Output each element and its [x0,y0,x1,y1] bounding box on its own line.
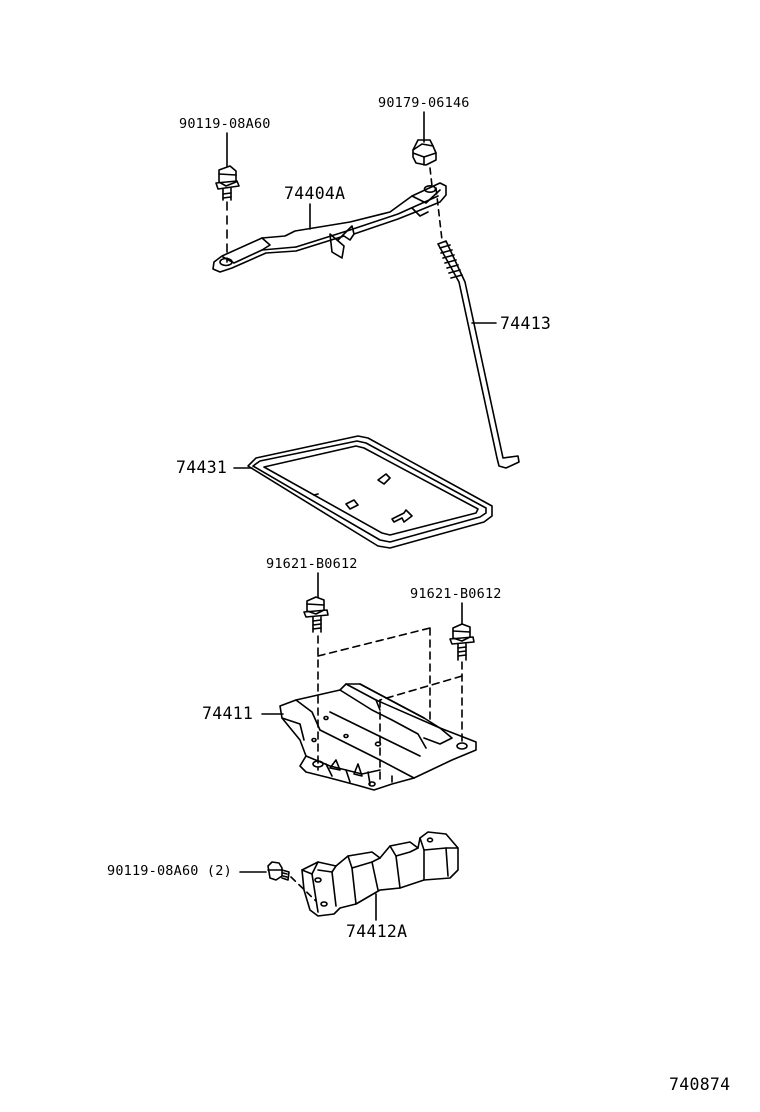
bolt-91621-right-icon [450,624,474,660]
label-90179: 90179-06146 [378,95,470,111]
nut-90179-icon [413,140,436,165]
label-74413: 74413 [500,314,552,333]
battery-tray-74431 [248,436,492,548]
label-90119-lower: 90119-08A60 (2) [107,863,232,879]
carrier-stay-74412a [302,832,458,916]
label-74411: 74411 [202,704,254,723]
bolt-90119-lower-icon [268,862,289,880]
label-74412a: 74412A [346,922,408,941]
label-91621-right: 91621-B0612 [410,586,502,602]
clamp-rod-74413 [436,188,519,468]
dash-90179 [430,168,432,186]
figure-code: 740874 [669,1075,731,1094]
label-74431: 74431 [176,458,228,477]
bolt-90119-top-icon [216,166,239,200]
tray-carrier-74411 [280,684,476,790]
bolt-91621-left-icon [304,597,328,632]
label-91621-left: 91621-B0612 [266,556,358,572]
label-90119-top: 90119-08A60 [179,116,271,132]
label-74404a: 74404A [284,184,346,203]
